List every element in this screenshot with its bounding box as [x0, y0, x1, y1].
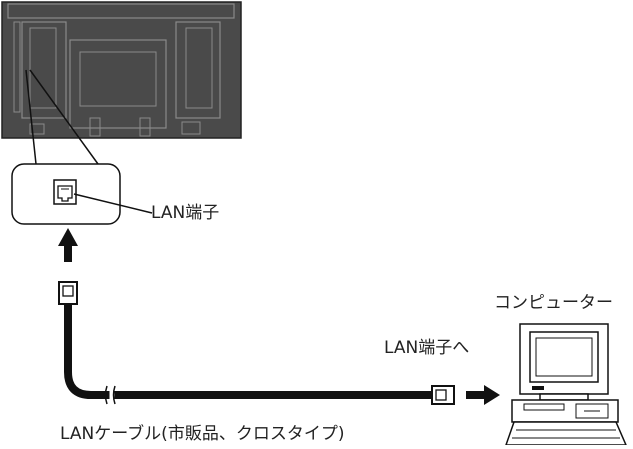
lan-port-icon: [53, 179, 77, 205]
display-rear-panel: [1, 1, 242, 139]
rj45-plug-icon-top: [58, 281, 78, 305]
desktop-computer-icon: [504, 323, 628, 446]
cable-break-icon: [104, 385, 108, 405]
lan-port-leader-line: [73, 193, 153, 214]
lan-port-label: LAN端子: [151, 203, 220, 223]
to-lan-port-label: LAN端子へ: [384, 338, 470, 358]
arrow-right-icon: [466, 385, 500, 405]
lan-cable: [64, 300, 436, 405]
keyboard-icon: [504, 421, 628, 446]
arrow-up-icon: [58, 228, 78, 262]
rj45-plug-icon-right: [431, 385, 455, 405]
computer-label: コンピューター: [494, 293, 613, 313]
lan-cable-label: LANケーブル(市販品、クロスタイプ): [60, 424, 345, 444]
